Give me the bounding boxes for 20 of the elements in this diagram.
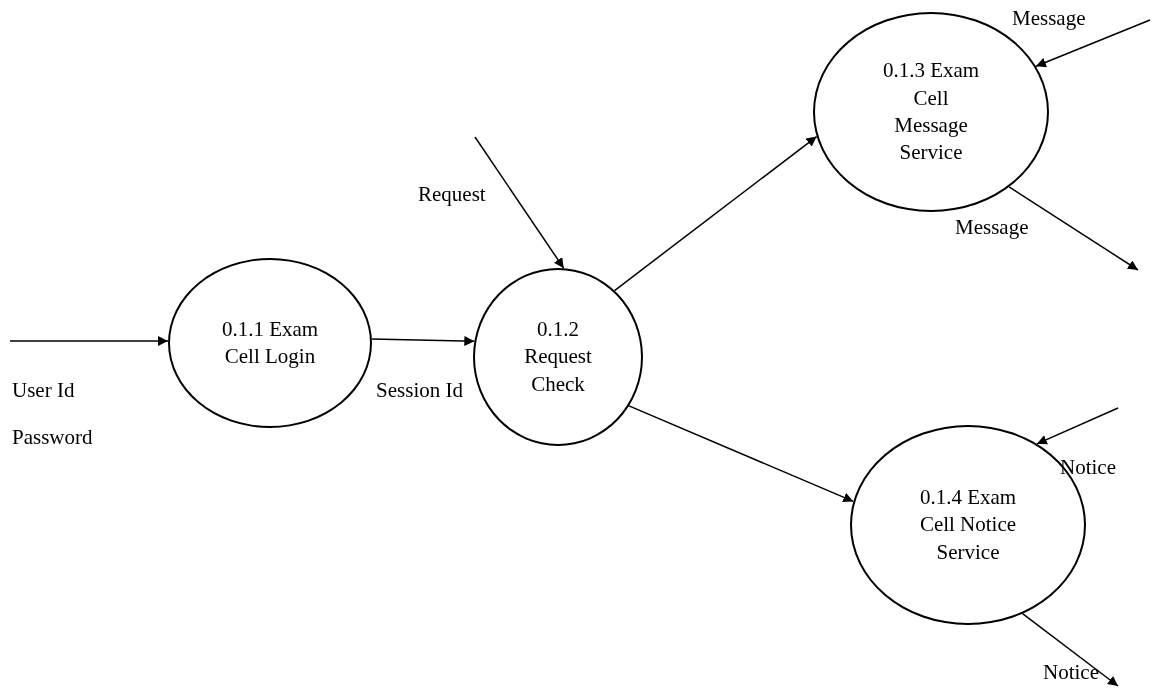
- edge-label: Request: [418, 182, 486, 208]
- arrow: [371, 336, 476, 347]
- arrow: [1008, 186, 1139, 271]
- arrow: [1021, 612, 1119, 687]
- process-label: 0.1.3 Exam Cell Message Service: [881, 57, 981, 167]
- process-label: 0.1.1 Exam Cell Login: [220, 315, 320, 370]
- arrow: [1035, 19, 1151, 68]
- edge-label: User Id: [12, 377, 76, 404]
- arrow: [474, 136, 565, 269]
- edge-label: Notice: [1043, 660, 1099, 686]
- process-label: 0.1.2 Request Check: [523, 316, 593, 398]
- edge-label: Session Id: [375, 377, 464, 404]
- edge-label: Message: [1012, 6, 1086, 32]
- arrow: [628, 405, 855, 503]
- edge-label: Message: [955, 215, 1029, 241]
- arrow: [9, 336, 169, 346]
- arrow: [613, 135, 818, 292]
- arrow: [1036, 407, 1119, 445]
- flow-label: Password: [12, 425, 93, 451]
- process-label: 0.1.4 Exam Cell Notice Service: [918, 484, 1018, 566]
